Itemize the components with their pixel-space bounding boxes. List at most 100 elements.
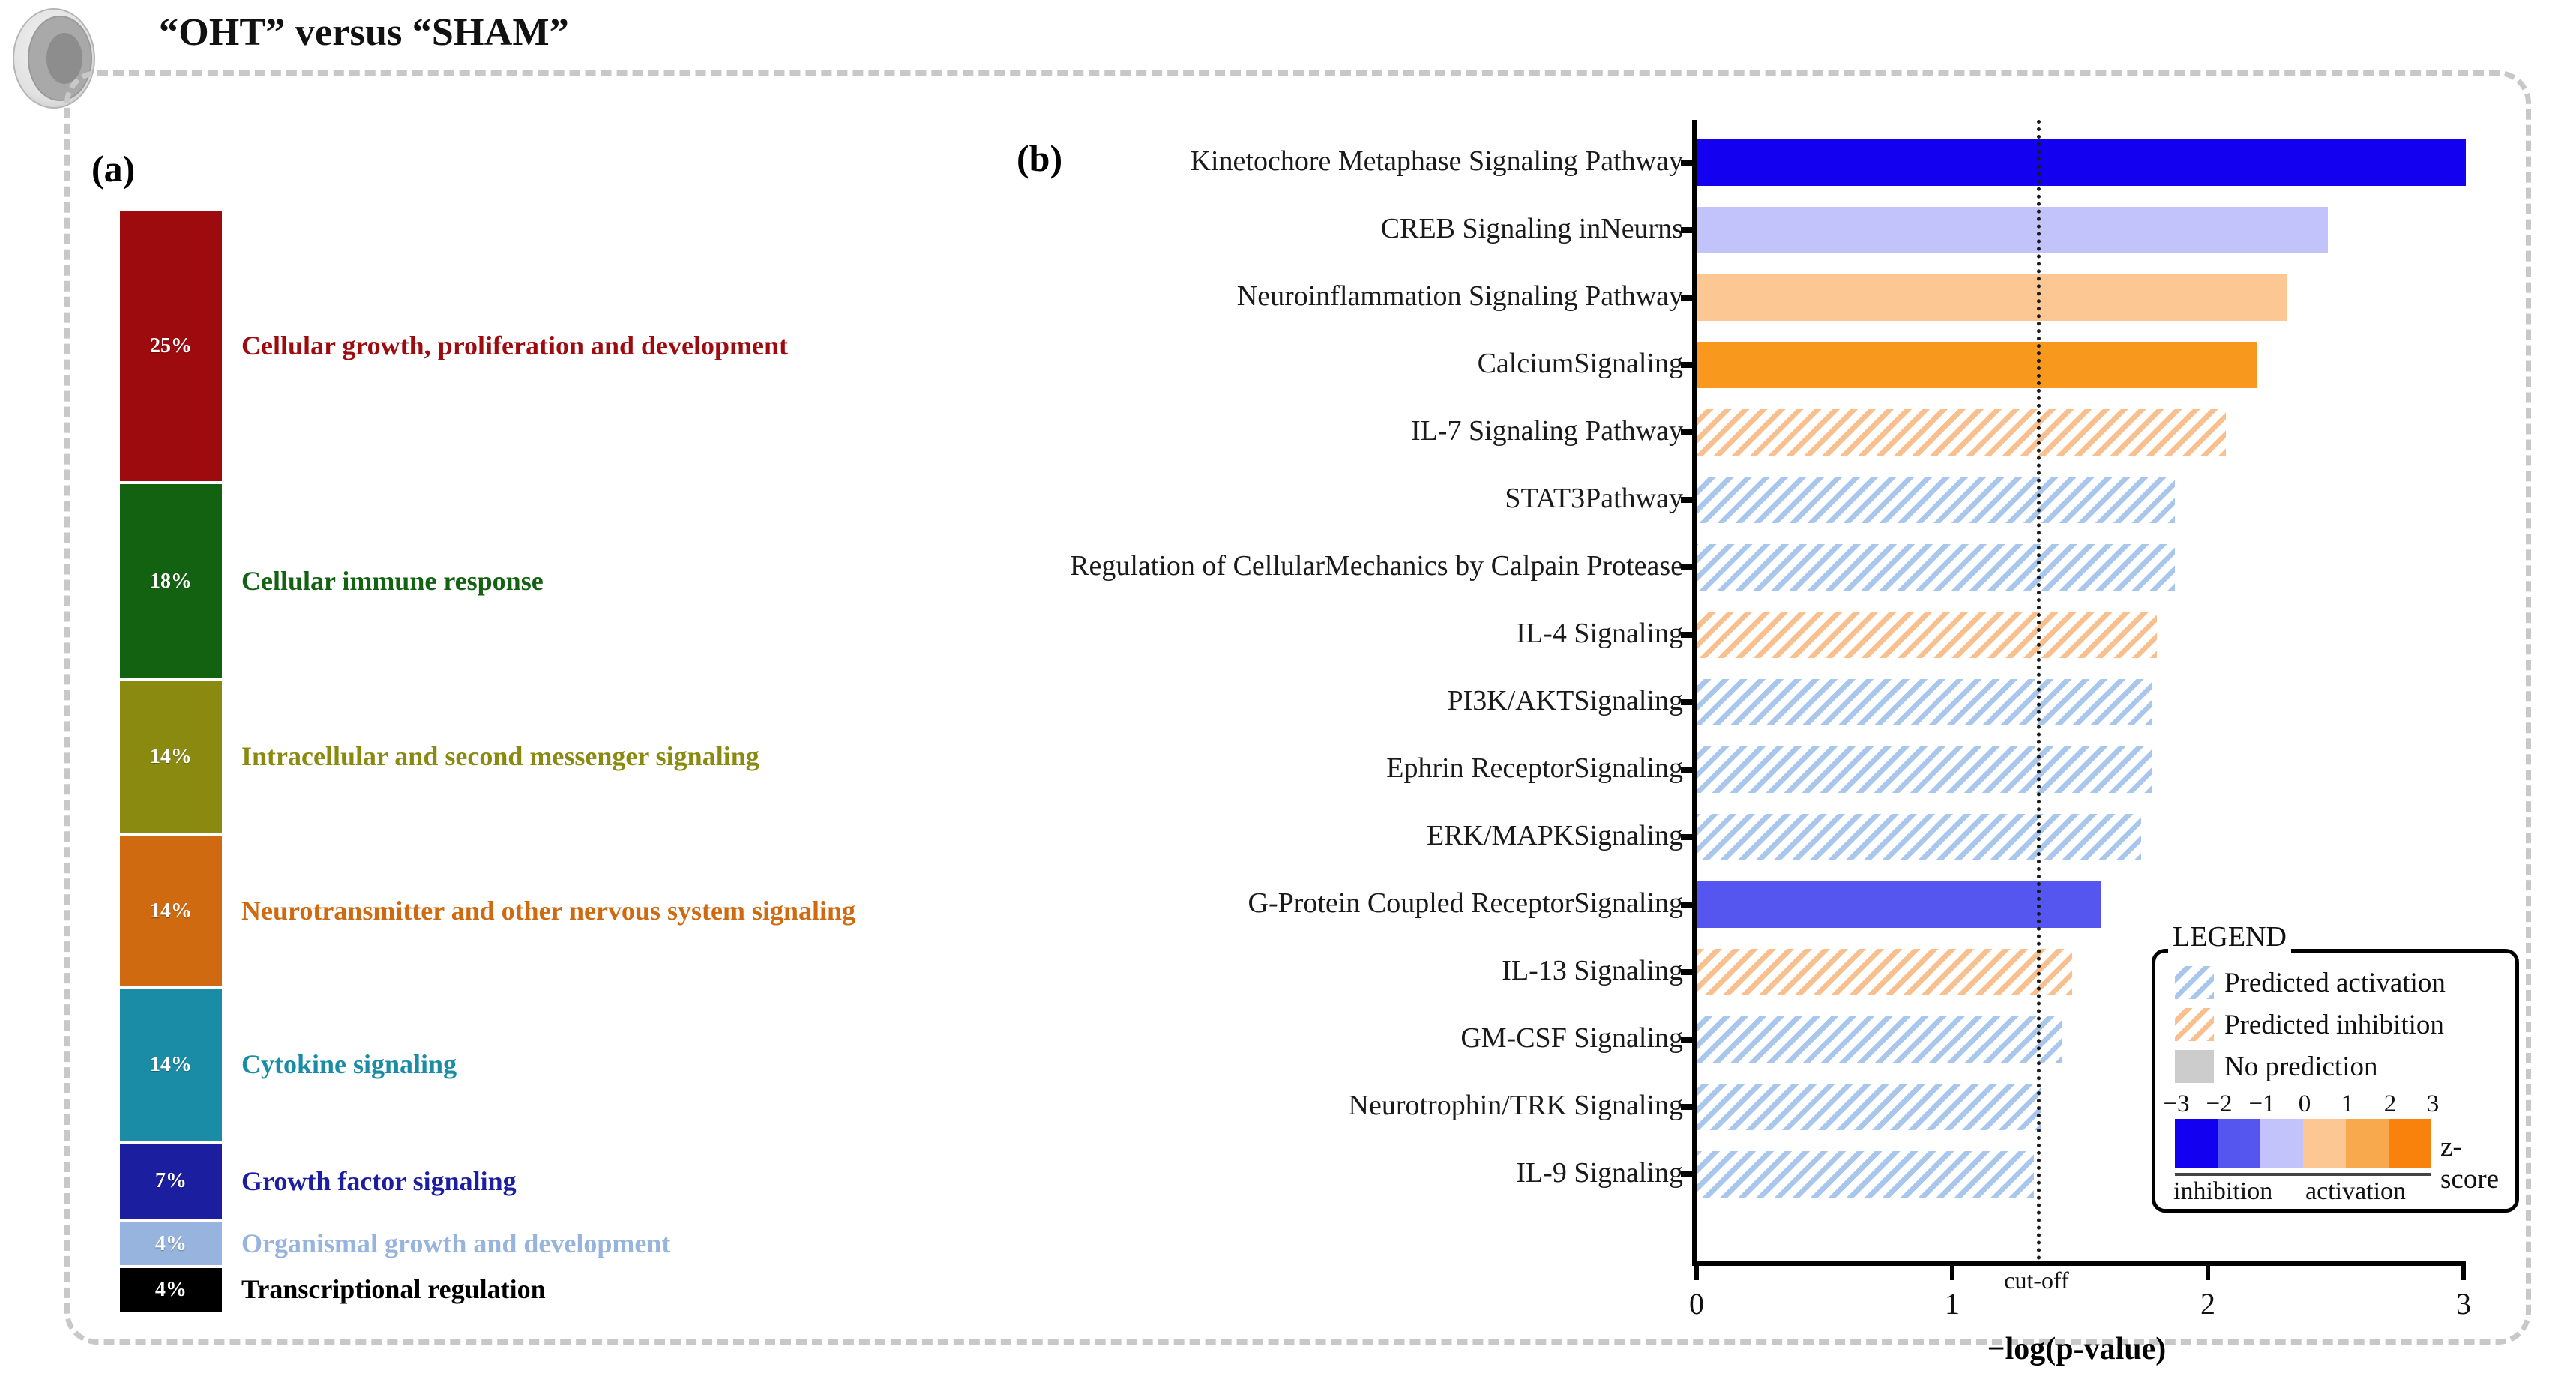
x-axis-tick xyxy=(2206,1261,2210,1280)
category-label: Neurotransmitter and other nervous syste… xyxy=(241,895,855,926)
zscore-tick-label: 1 xyxy=(2341,1090,2354,1117)
x-axis-tick xyxy=(1694,1261,1699,1280)
cutoff-line xyxy=(2036,120,2041,1261)
category-stacked-bar: 25%Cellular growth, proliferation and de… xyxy=(120,211,990,1313)
x-axis-tick-label: 0 xyxy=(1689,1287,1704,1321)
inhibition-underline xyxy=(2175,1173,2303,1176)
y-axis-tick xyxy=(1681,969,1697,975)
figure-title: “OHT” versus “SHAM” xyxy=(159,11,569,54)
x-axis-tick xyxy=(2461,1261,2466,1280)
legend-swatch xyxy=(2175,966,2214,999)
bar-category-label: CalciumSignaling xyxy=(1477,348,1683,379)
bar-row: Neurotrophin/TRK Signaling xyxy=(952,1084,2527,1151)
x-axis-tick-label: 1 xyxy=(1945,1287,1960,1321)
y-axis-tick xyxy=(1681,1037,1697,1043)
category-label: Growth factor signaling xyxy=(241,1165,517,1196)
category-swatch: 14% xyxy=(120,989,222,1141)
bar-row: IL-7 Signaling Pathway xyxy=(952,409,2527,477)
bar-row: Regulation of CellularMechanics by Calpa… xyxy=(952,544,2527,612)
bar-category-label: IL-13 Signaling xyxy=(1502,955,1683,986)
category-row: 4% Organismal growth and development xyxy=(120,1222,990,1266)
zscore-color-cell xyxy=(2175,1119,2218,1168)
zscore-tick-label: −3 xyxy=(2163,1090,2190,1117)
zscore-color-cell xyxy=(2346,1119,2389,1168)
bar-row: CalciumSignaling xyxy=(952,342,2527,409)
category-swatch: 4% xyxy=(120,1268,222,1312)
bar-row: IL-4 Signaling xyxy=(952,612,2527,679)
bar-category-label: Ephrin ReceptorSignaling xyxy=(1386,752,1683,784)
category-swatch: 18% xyxy=(120,484,222,679)
panel-b-label: (b) xyxy=(1017,137,1063,179)
bar-row: Kinetochore Metaphase Signaling Pathway xyxy=(952,139,2527,207)
y-axis-line xyxy=(1692,120,1697,1261)
bar-category-label: Neuroinflammation Signaling Pathway xyxy=(1236,280,1683,312)
y-axis-tick xyxy=(1681,429,1697,435)
zscore-color-cell xyxy=(2303,1119,2346,1168)
bar-row: IL-9 Signaling xyxy=(952,1151,2527,1219)
y-axis-tick xyxy=(1681,767,1697,773)
bar-category-label: Neurotrophin/TRK Signaling xyxy=(1348,1090,1683,1121)
zscore-tick-label: 2 xyxy=(2383,1090,2397,1117)
bar xyxy=(1697,207,2329,253)
activation-underline xyxy=(2303,1173,2431,1176)
legend-item-label: Predicted inhibition xyxy=(2224,1009,2444,1040)
bar xyxy=(1697,746,2152,793)
category-row: 14%Neurotransmitter and other nervous sy… xyxy=(120,835,990,987)
bar xyxy=(1697,139,2467,186)
legend-swatch xyxy=(2175,1050,2214,1083)
legend-swatch xyxy=(2175,1008,2214,1041)
bar-category-label: GM-CSF Signaling xyxy=(1460,1022,1683,1054)
category-label: Organismal growth and development xyxy=(241,1228,671,1258)
bar-row: IL-13 Signaling xyxy=(952,949,2527,1016)
legend-item-label: Predicted activation xyxy=(2224,967,2446,998)
y-axis-tick xyxy=(1681,160,1697,166)
bar xyxy=(1697,274,2287,321)
bar-category-label: STAT3Pathway xyxy=(1505,483,1683,514)
bar xyxy=(1697,342,2257,388)
y-axis-tick xyxy=(1681,1104,1697,1110)
category-row: 4% Transcriptional regulation xyxy=(120,1268,990,1312)
figure-frame xyxy=(64,70,2531,1345)
bar-row: GM-CSF Signaling xyxy=(952,1016,2527,1084)
category-swatch: 7% xyxy=(120,1144,222,1219)
category-row: 14%Cytokine signaling xyxy=(120,989,990,1141)
bar xyxy=(1697,1084,2042,1130)
bar xyxy=(1697,1151,2035,1198)
bar-row: Ephrin ReceptorSignaling xyxy=(952,746,2527,814)
bar-category-label: CREB Signaling inNeurns xyxy=(1380,213,1683,244)
y-axis-tick xyxy=(1681,902,1697,908)
category-row: 14% Intracellular and second messenger si… xyxy=(120,681,990,833)
legend-caption-activation: activation xyxy=(2305,1177,2407,1205)
category-label: Cellular immune response xyxy=(241,565,544,596)
bar-category-label: IL-9 Signaling xyxy=(1516,1157,1683,1189)
legend-title: LEGEND xyxy=(2168,920,2291,953)
bar-category-label: IL-4 Signaling xyxy=(1516,618,1683,649)
category-label: Cellular growth, proliferation and devel… xyxy=(241,331,788,361)
bar-row: PI3K/AKTSignaling xyxy=(952,679,2527,746)
x-axis-tick-label: 2 xyxy=(2200,1287,2215,1321)
y-axis-tick xyxy=(1681,497,1697,503)
category-swatch: 4% xyxy=(120,1222,222,1266)
zscore-colorbar xyxy=(2175,1119,2431,1168)
category-label: Intracellular and second messenger signa… xyxy=(241,741,759,772)
x-axis-title: −log(p-value) xyxy=(1987,1332,2167,1366)
category-swatch: 14% xyxy=(120,681,222,833)
bar xyxy=(1697,881,2101,928)
bar-row: STAT3Pathway xyxy=(952,477,2527,544)
zscore-tick-label: 3 xyxy=(2426,1090,2440,1117)
zscore-tick-label: −1 xyxy=(2248,1090,2275,1117)
bar xyxy=(1697,544,2175,591)
bar xyxy=(1697,814,2142,860)
bar-category-label: Regulation of CellularMechanics by Calpa… xyxy=(1070,550,1683,582)
y-axis-tick xyxy=(1681,564,1697,570)
bar xyxy=(1697,949,2073,995)
bar-category-label: G-Protein Coupled ReceptorSignaling xyxy=(1248,887,1683,919)
category-label: Transcriptional regulation xyxy=(241,1274,546,1305)
bar-category-label: ERK/MAPKSignaling xyxy=(1426,820,1683,851)
category-row: 7% Growth factor signaling xyxy=(120,1144,990,1219)
zscore-color-cell xyxy=(2218,1119,2260,1168)
